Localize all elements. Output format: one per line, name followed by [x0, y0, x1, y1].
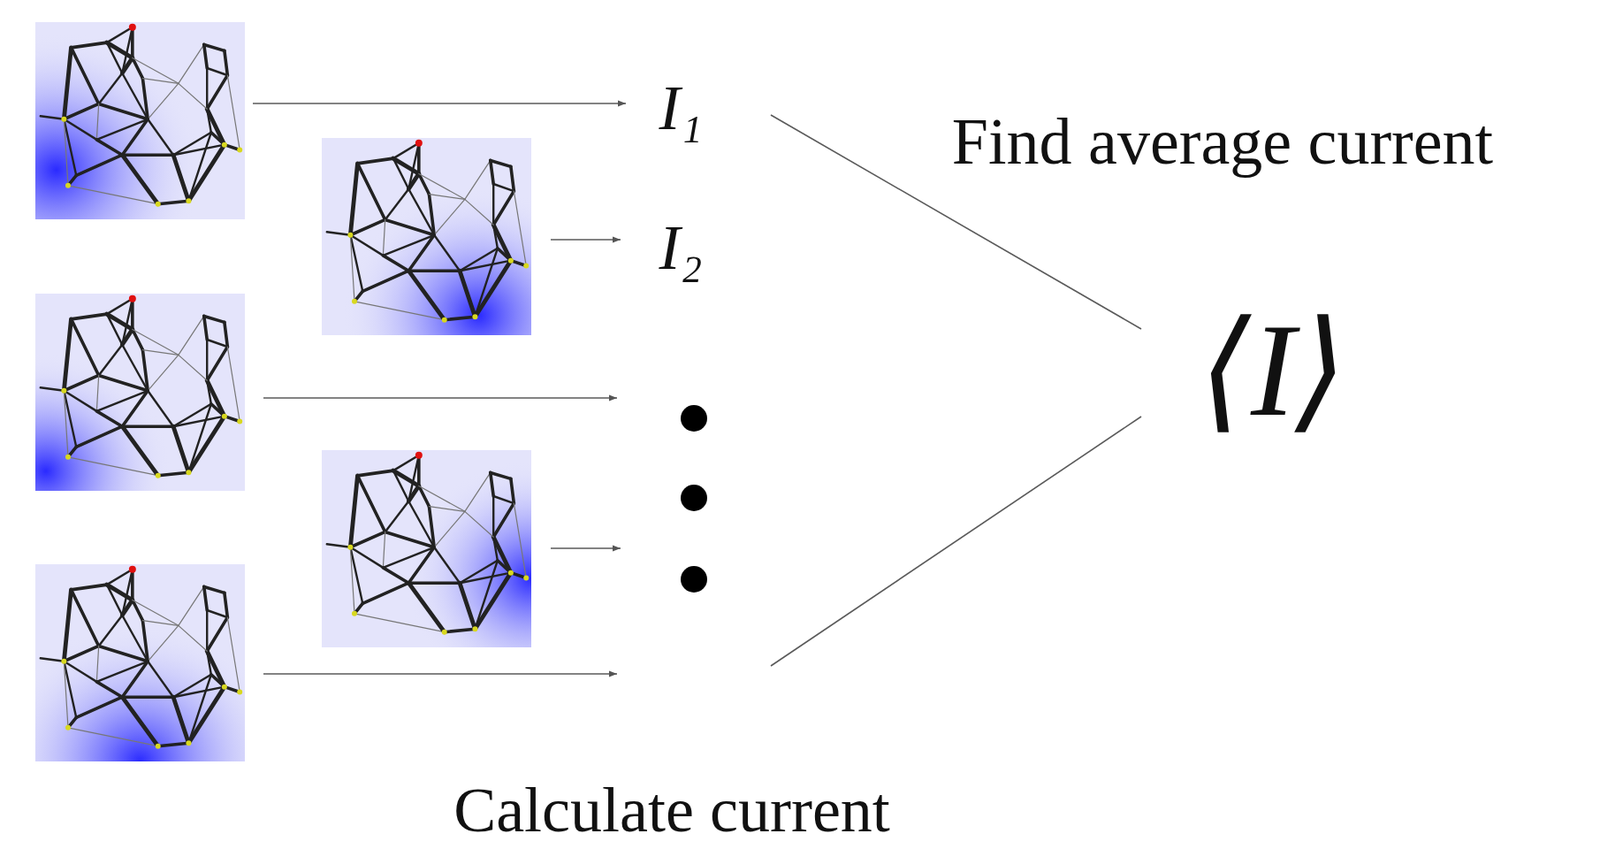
network-thumbnail [321, 137, 532, 336]
arrow-line [263, 396, 618, 399]
network-thumbnail [35, 563, 245, 762]
arrow-line [550, 547, 621, 549]
ellipsis-dot [680, 404, 708, 432]
step-label: Calculate current [453, 777, 891, 842]
network-thumbnail [321, 449, 532, 648]
current-symbol: I₁ [658, 76, 702, 140]
converge-line [770, 416, 1142, 666]
ellipsis-dot [680, 484, 708, 511]
arrow-line [550, 238, 621, 241]
average-symbol: ⟨I⟩ [1199, 303, 1348, 436]
arrow-line [263, 672, 618, 675]
arrow-line [252, 102, 626, 105]
network-thumbnail [35, 293, 245, 491]
network-thumbnail [35, 22, 245, 220]
step-label: Find average current [952, 108, 1494, 175]
current-symbol: I₂ [658, 215, 702, 280]
ellipsis-dot [680, 565, 708, 593]
